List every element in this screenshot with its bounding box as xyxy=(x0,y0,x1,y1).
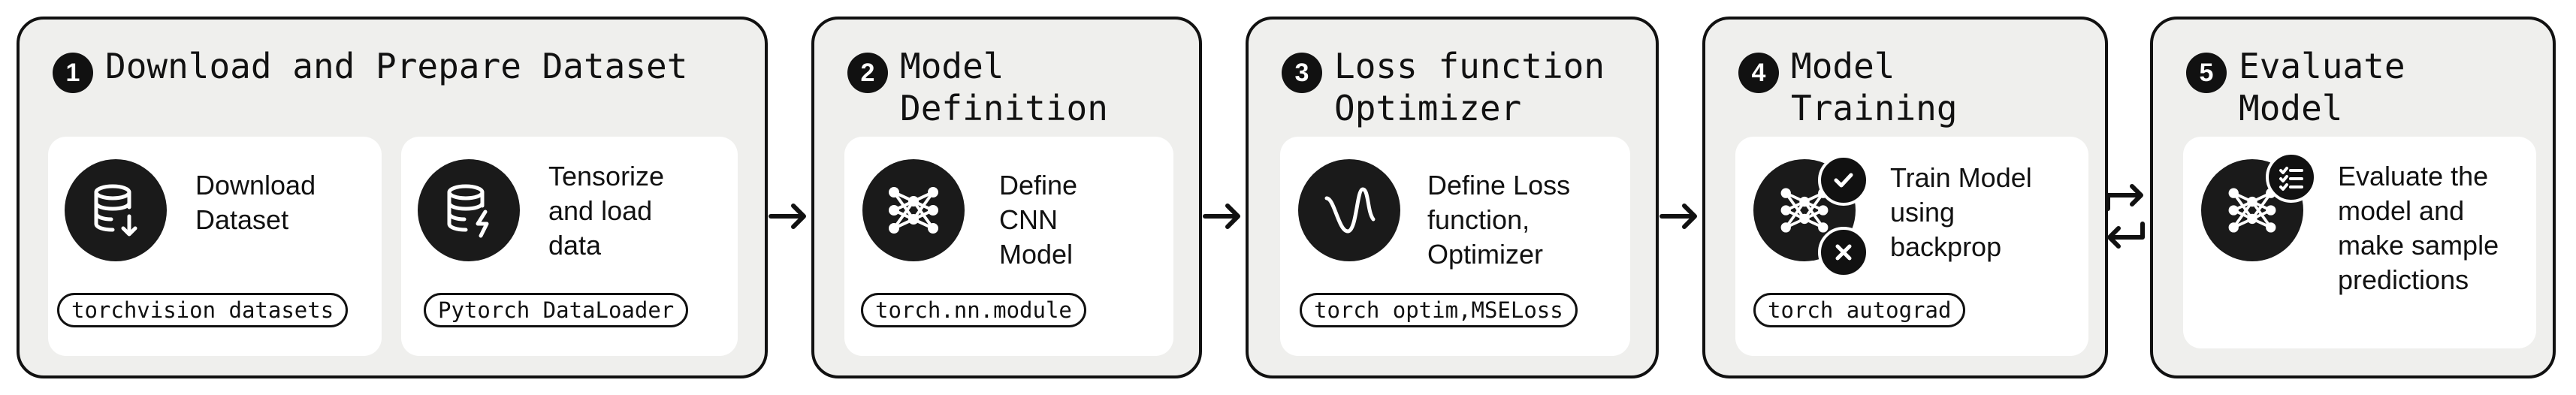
neural-network-icon xyxy=(862,159,965,261)
card-train-model: Train Model using backprop torch autogra… xyxy=(1735,137,2088,356)
stage-title-text: Loss function Optimizer xyxy=(1334,46,1605,128)
card-label: Train Model using backprop xyxy=(1890,162,2032,262)
stage-title: 1 Download and Prepare Dataset xyxy=(53,42,687,93)
card-evaluate-model: Evaluate the model and make sample predi… xyxy=(2183,137,2536,348)
card-define-loss: Define Loss function, Optimizer torch op… xyxy=(1280,137,1630,356)
flow-arrow xyxy=(769,204,806,229)
stage-title-text: Download and Prepare Dataset xyxy=(105,46,688,86)
stage-evaluate-model: 5 Evaluate Model Evaluate the model and … xyxy=(2150,17,2556,378)
library-tag: Pytorch DataLoader xyxy=(424,293,689,327)
stage-title-text: Model Definition xyxy=(900,46,1108,128)
checklist-icon xyxy=(2266,152,2317,203)
flow-arrow xyxy=(1203,204,1240,229)
stage-download-prepare: 1 Download and Prepare Dataset Download … xyxy=(17,17,768,378)
step-number-badge: 4 xyxy=(1738,53,1779,93)
stage-title-text: Model Training xyxy=(1791,46,1958,128)
library-tag: torch.nn.module xyxy=(861,293,1086,327)
step-number-badge: 5 xyxy=(2186,53,2227,93)
check-icon xyxy=(1818,155,1869,206)
stage-model-training: 4 Model Training Train Model using backp… xyxy=(1702,17,2108,378)
step-number-badge: 1 xyxy=(53,53,93,93)
card-label: Tensorize and load data xyxy=(548,161,665,261)
card-label: Evaluate the model and make sample predi… xyxy=(2338,161,2499,295)
stage-loss-optimizer: 3 Loss function Optimizer Define Loss fu… xyxy=(1246,17,1659,378)
library-tag: torchvision datasets xyxy=(57,293,349,327)
stage-title: 3 Loss function Optimizer xyxy=(1282,42,1605,129)
step-number-badge: 2 xyxy=(847,53,888,93)
card-label: Define CNN Model xyxy=(999,170,1078,270)
database-download-icon xyxy=(65,159,167,261)
cross-icon xyxy=(1818,227,1869,278)
stage-model-definition: 2 Model Definition Define CNN Model torc… xyxy=(811,17,1202,378)
stage-title: 5 Evaluate Model xyxy=(2186,42,2405,129)
flow-arrow xyxy=(1659,204,1697,229)
library-tag: torch autograd xyxy=(1753,293,1966,327)
library-tag: torch optim,MSELoss xyxy=(1300,293,1578,327)
stage-title-text: Evaluate Model xyxy=(2239,46,2405,128)
card-label: Download Dataset xyxy=(195,170,316,235)
loss-curve-icon xyxy=(1298,159,1400,261)
loop-arrows-icon xyxy=(2106,184,2145,249)
stage-title: 2 Model Definition xyxy=(847,42,1108,129)
database-bolt-icon xyxy=(418,159,520,261)
card-label: Define Loss function, Optimizer xyxy=(1427,170,1571,270)
card-define-model: Define CNN Model torch.nn.module xyxy=(844,137,1173,356)
card-tensorize-load: Tensorize and load data Pytorch DataLoad… xyxy=(401,137,738,356)
step-number-badge: 3 xyxy=(1282,53,1322,93)
card-download-dataset: Download Dataset torchvision datasets xyxy=(48,137,382,356)
stage-title: 4 Model Training xyxy=(1738,42,1958,129)
